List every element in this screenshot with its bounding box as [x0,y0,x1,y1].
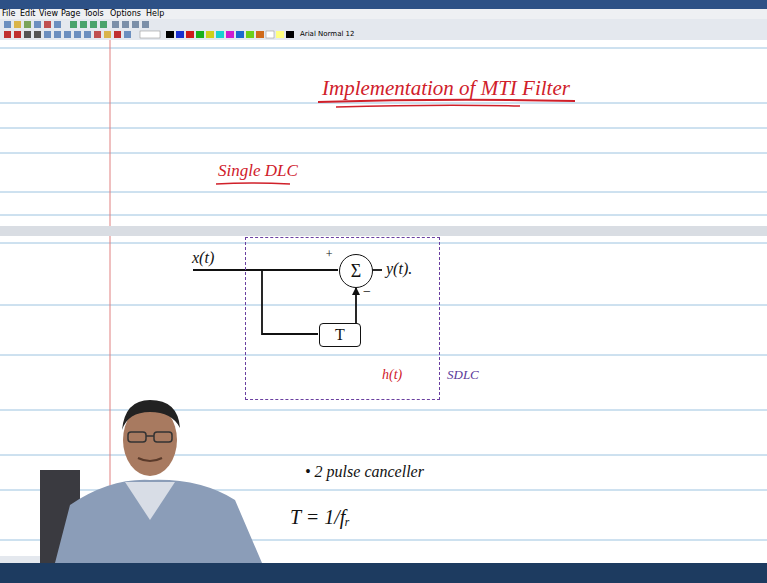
margin-line [110,40,111,226]
block-name: SDLC [447,368,479,381]
page-break [0,226,767,236]
menu-item: Page [61,10,80,18]
delay-box: T [319,323,361,347]
note: • 2 pulse canceller [305,464,424,480]
lecturer-figure [40,400,262,563]
equation: T = 1/fᵣ [290,507,350,527]
toolbar-icons [4,21,294,38]
signal-name: y(t). [386,261,412,277]
ruled-lines [0,48,767,540]
heading-underline [216,183,290,184]
delay-symbol: T [335,327,345,343]
menu-item: Options [110,10,141,18]
signal-name: x(t) [192,250,214,266]
sign-label: − [362,285,371,299]
page [0,40,767,563]
menu-item: Tools [84,10,104,18]
impulse-response-label: h(t) [382,368,402,382]
section-heading: Single DLC [218,162,298,179]
title-underline [336,105,520,107]
title-underline [318,100,575,102]
menu-item: Edit [20,10,36,18]
summer-symbol: Σ [351,262,361,280]
menu-item: View [39,10,58,18]
status-bar [0,556,40,563]
title-bar [0,0,767,9]
page-title: Implementation of MTI Filter [322,78,570,99]
menu-item: Help [146,10,164,18]
toolbar [0,19,767,40]
taskbar [0,563,767,583]
delay-line-canceller-block: h(t)SDLCΣT [245,237,440,400]
summer-circle: Σ [339,254,373,288]
menu-item: File [2,10,15,18]
font-selector: Arial Normal 12 [300,31,355,38]
sign-label: + [325,248,333,260]
menu-bar [0,9,767,19]
